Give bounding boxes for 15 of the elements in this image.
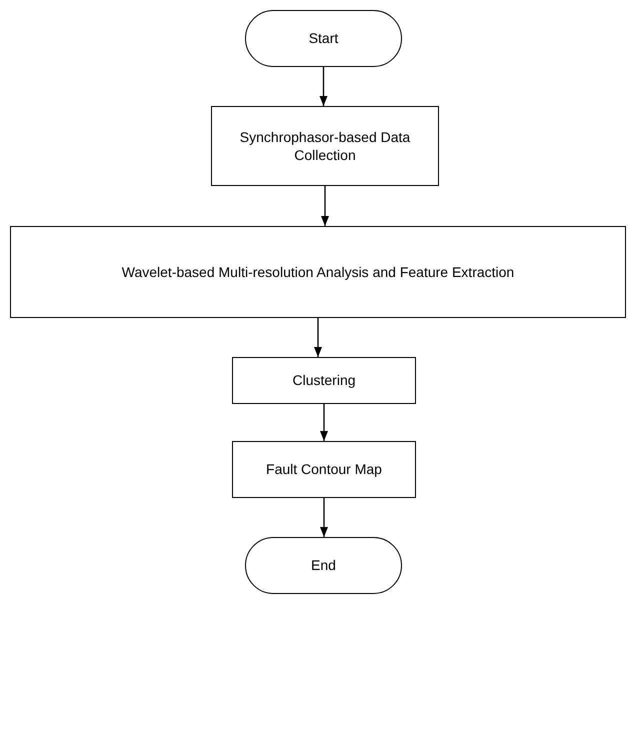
process-box (211, 106, 439, 186)
arrow (320, 498, 328, 537)
node-label: End (311, 556, 336, 575)
node-label: Clustering (292, 371, 356, 390)
arrow (320, 404, 328, 441)
process-box (232, 441, 416, 498)
arrow (320, 67, 328, 106)
arrow (321, 186, 329, 226)
node-label: Synchrophasor-based Data Collection (238, 128, 412, 164)
arrow (314, 318, 322, 357)
node-label: Wavelet-based Multi-resolution Analysis and Feature Extraction (122, 262, 514, 282)
process-box (10, 226, 626, 318)
node-label: Fault Contour Map (266, 460, 382, 479)
process-box (232, 357, 416, 404)
node-label: Start (308, 29, 338, 48)
